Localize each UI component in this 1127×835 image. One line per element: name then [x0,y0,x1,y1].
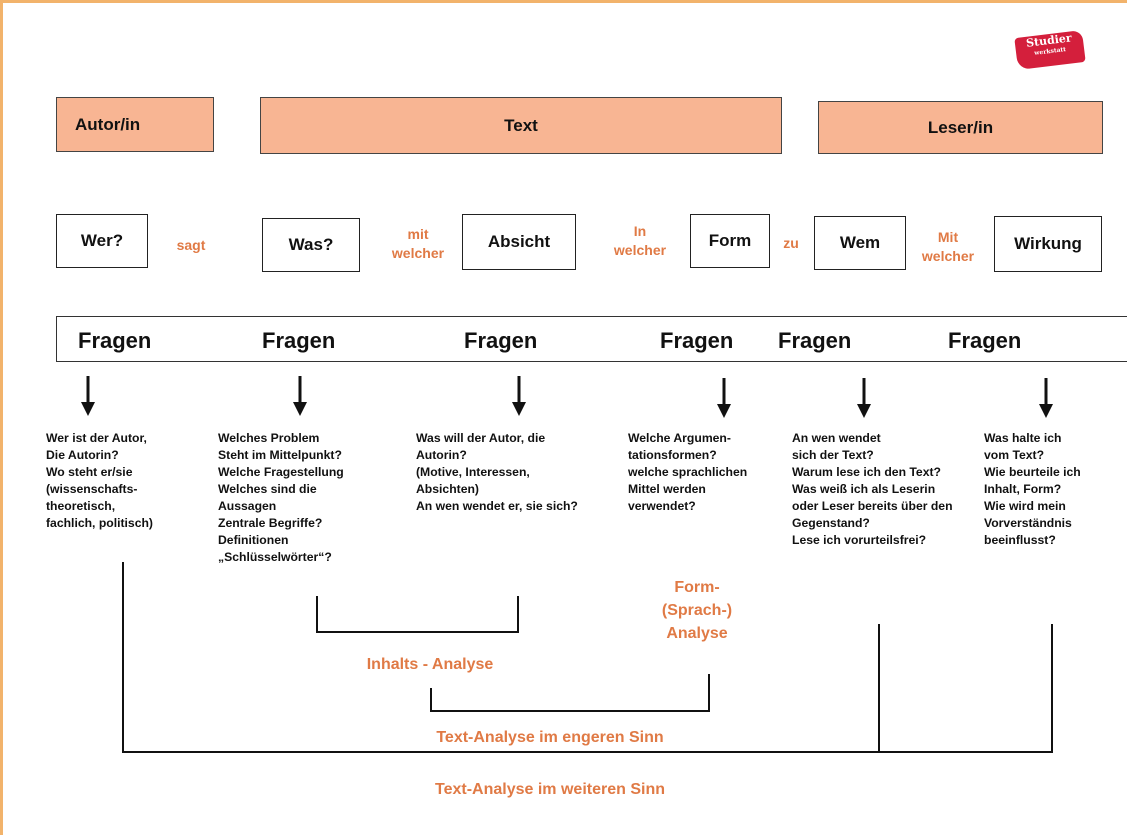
form-analyse-line: (Sprach-) [661,602,733,620]
label-weiterer-sinn: Text-Analyse im weiteren Sinn [435,781,665,798]
question-line: Welche Fragestellung [218,465,344,479]
question-line: theoretisch, [46,499,116,513]
bracket-line [122,562,124,753]
question-line: verwendet? [628,499,696,513]
questions-author: Wer ist der Autor, Die Autorin? Wo steht… [46,430,153,532]
questions-reader: An wen wendet sich der Text? Warum lese … [792,430,953,549]
box-was: Was? [262,218,360,272]
question-line: Lese ich vorurteilsfrei? [792,533,927,547]
arrow-down-icon [857,378,871,418]
header-text: Text [260,97,782,154]
questions-intent: Was will der Autor, die Autorin? (Motive… [416,430,578,515]
connector-zu: zu [783,235,799,251]
connector-mit: mit [407,226,429,242]
arrow-down-icon [81,376,95,416]
connector-sagt: sagt [176,237,206,253]
question-line: Wer ist der Autor, [46,431,147,445]
question-line: Aussagen [218,499,277,513]
box-wem: Wem [814,216,906,270]
question-line: (Motive, Interessen, [416,465,530,479]
header-author: Autor/in [56,97,214,152]
question-line: fachlich, politisch) [46,516,153,530]
question-line: Warum lese ich den Text? [792,465,941,479]
fragen-label-4: Fragen [660,328,734,353]
bracket-line [430,710,710,712]
question-line: sich der Text? [792,448,874,462]
arrow-down-icon [717,378,731,418]
question-line: „Schlüsselwörter“? [218,550,332,564]
question-line: Definitionen [218,533,289,547]
question-line: tationsformen? [628,448,717,462]
connector-in-welcher: In welcher [602,222,678,260]
form-analyse-line: Form- [674,579,720,596]
bracket-line [517,596,519,633]
question-line: Was halte ich [984,431,1062,445]
question-line: Welche Argumen- [628,431,731,445]
box-absicht: Absicht [462,214,576,270]
box-form: Form [690,214,770,268]
question-line: Inhalt, Form? [984,482,1062,496]
questions-form: Welche Argumen- tationsformen? welche sp… [628,430,747,515]
question-line: Die Autorin? [46,448,119,462]
bracket-line [878,624,880,753]
arrow-down-icon [1039,378,1053,418]
questions-effect: Was halte ich vom Text? Wie beurteile ic… [984,430,1081,549]
fragen-label-5: Fragen [778,328,852,353]
questions-problem: Welches Problem Steht im Mittelpunkt? We… [218,430,344,566]
bracket-line [316,596,318,633]
arrow-down-icon [512,376,526,416]
bracket-line [430,688,432,712]
question-line: Wie beurteile ich [984,465,1081,479]
label-inhalts-analyse: Inhalts - Analyse [366,656,494,673]
question-line: vom Text? [984,448,1045,462]
box-wer: Wer? [56,214,148,268]
question-line: Was will der Autor, die [416,431,546,445]
bracket-line [122,751,1053,753]
question-line: welche sprachlichen [628,465,748,479]
connector-in: In [633,223,647,239]
question-line: Autorin? [416,448,467,462]
question-line: Wo steht er/sie [46,465,133,479]
connector-welcher-2: welcher [613,241,667,258]
bracket-line [316,631,519,633]
question-line: Zentrale Begriffe? [218,516,323,530]
question-line: beeinflusst? [984,533,1056,547]
form-analyse-line: Analyse [666,625,728,643]
label-engerer-sinn: Text-Analyse im engeren Sinn [436,729,664,746]
question-line: Vorverständnis [984,516,1072,530]
fragen-label-3: Fragen [464,328,538,353]
question-line: Wie wird mein [984,499,1066,513]
question-line: Was weiß ich als Leserin [792,482,936,496]
question-line: Welches Problem [218,431,320,445]
fragen-label-1: Fragen [78,328,152,353]
question-line: Welches sind die [218,482,317,496]
connector-mit-2: Mit [937,229,959,245]
question-line: Gegenstand? [792,516,870,530]
header-reader: Leser/in [818,101,1103,154]
box-wirkung: Wirkung [994,216,1102,272]
label-form-analyse: Form- (Sprach-) Analyse [652,576,742,646]
question-line: Mittel werden [628,482,706,496]
question-line: (wissenschafts- [46,482,138,496]
connector-mit-welcher-2: Mit welcher [912,228,984,266]
bracket-line [708,674,710,712]
connector-welcher: welcher [391,244,445,261]
frame-left-border [0,0,3,835]
arrow-down-icon [293,376,307,416]
question-line: An wen wendet er, sie sich? [416,499,578,513]
studierwerkstatt-logo: Studier werkstatt [1014,29,1086,71]
question-line: oder Leser bereits über den [792,499,953,513]
question-line: Absichten) [416,482,479,496]
question-line: Steht im Mittelpunkt? [218,448,342,462]
fragen-label-2: Fragen [262,328,336,353]
connector-mit-welcher: mit welcher [378,225,458,263]
question-line: An wen wendet [792,431,881,445]
frame-top-border [0,0,1127,3]
fragen-bar [56,316,1127,362]
fragen-label-6: Fragen [948,328,1022,353]
connector-welcher-3: welcher [921,247,975,264]
bracket-line [1051,624,1053,753]
